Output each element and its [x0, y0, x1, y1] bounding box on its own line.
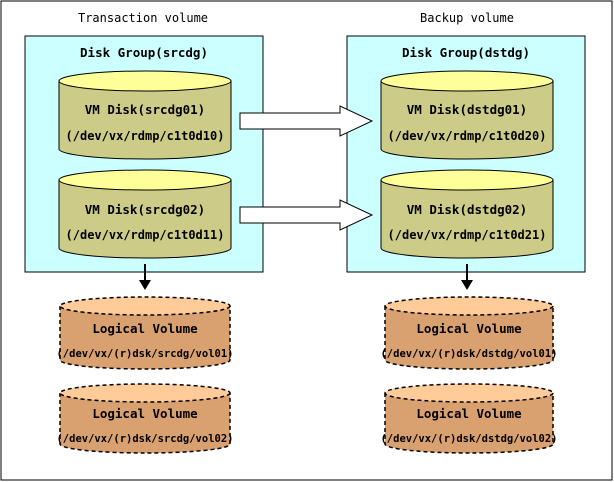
source-disk-1-path: (/dev/vx/rdmp/c1t0d10) — [66, 129, 225, 143]
backup-vm-disk-1: VM Disk(dstdg01) (/dev/vx/rdmp/c1t0d20) — [380, 70, 554, 160]
source-vm-disk-2: VM Disk(srcdg02) (/dev/vx/rdmp/c1t0d11) — [58, 169, 232, 259]
backup-disk-1-name: VM Disk(dstdg01) — [407, 102, 527, 117]
backup-volume-1-title: Logical Volume — [416, 321, 522, 336]
backup-down-arrow — [461, 264, 473, 290]
source-logical-volume-1: Logical Volume (/dev/vx/(r)dsk/srcdg/vol… — [56, 296, 234, 370]
source-logical-volume-2: Logical Volume (/dev/vx/(r)dsk/srcdg/vol… — [56, 383, 234, 454]
source-volume-2-path: (/dev/vx/(r)dsk/srcdg/vol02) — [56, 433, 233, 445]
backup-group-title: Disk Group(dstdg) — [402, 45, 530, 60]
source-disk-2-path: (/dev/vx/rdmp/c1t0d11) — [66, 228, 225, 242]
backup-volume-1-path: (/dev/vx/(r)dsk/dstdg/vol01) — [380, 348, 557, 360]
backup-volume-2-title: Logical Volume — [416, 406, 522, 421]
copy-arrow-2 — [239, 199, 374, 231]
source-disk-2-name: VM Disk(srcdg02) — [85, 202, 205, 217]
transaction-volume-header: Transaction volume — [78, 11, 208, 25]
backup-logical-volume-2: Logical Volume (/dev/vx/(r)dsk/dstdg/vol… — [380, 383, 558, 454]
source-down-arrow — [139, 264, 151, 290]
backup-volume-header: Backup volume — [420, 11, 514, 25]
source-disk-1-name: VM Disk(srcdg01) — [85, 102, 205, 117]
backup-volume-2-path: (/dev/vx/(r)dsk/dstdg/vol02) — [380, 433, 557, 445]
source-volume-1-title: Logical Volume — [92, 321, 198, 336]
source-volume-1-path: (/dev/vx/(r)dsk/srcdg/vol01) — [56, 348, 233, 360]
backup-disk-1-path: (/dev/vx/rdmp/c1t0d20) — [388, 129, 547, 143]
source-group-title: Disk Group(srcdg) — [80, 45, 208, 60]
copy-arrow-1 — [239, 105, 374, 137]
source-vm-disk-1: VM Disk(srcdg01) (/dev/vx/rdmp/c1t0d10) — [58, 70, 232, 160]
backup-disk-2-path: (/dev/vx/rdmp/c1t0d21) — [388, 228, 547, 242]
backup-vm-disk-2: VM Disk(dstdg02) (/dev/vx/rdmp/c1t0d21) — [380, 169, 554, 259]
backup-disk-2-name: VM Disk(dstdg02) — [407, 202, 527, 217]
source-volume-2-title: Logical Volume — [92, 406, 198, 421]
backup-logical-volume-1: Logical Volume (/dev/vx/(r)dsk/dstdg/vol… — [380, 296, 558, 370]
